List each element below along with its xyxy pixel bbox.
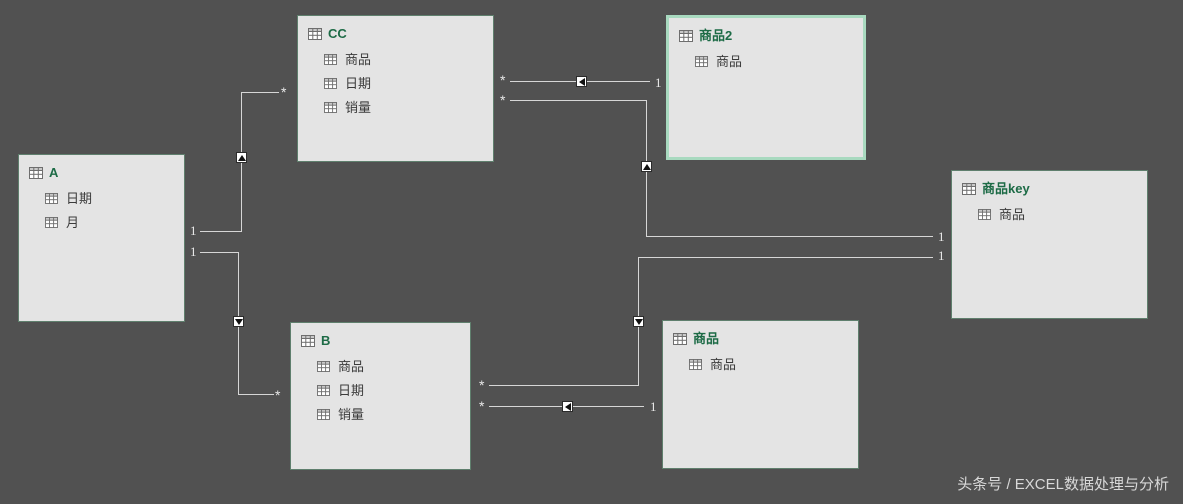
field-name-label: 日期 — [345, 75, 372, 91]
triangle-down-icon — [234, 318, 243, 325]
column-icon — [324, 77, 337, 89]
column-icon — [45, 216, 58, 228]
cardinality-label-cc-right-many-upper: * — [500, 72, 506, 88]
field-name-label: 商品 — [338, 358, 365, 374]
table-name-label: B — [321, 333, 331, 348]
field-list-shangpin: 商品 — [663, 346, 858, 376]
field-name-label: 商品 — [716, 53, 743, 69]
field-row[interactable]: 日期 — [324, 71, 493, 95]
column-icon — [317, 384, 330, 396]
field-name-label: 销量 — [338, 406, 365, 422]
field-name-label: 商品 — [999, 206, 1026, 222]
cardinality-label-shangpin2-left-one: 1 — [655, 75, 662, 90]
column-icon — [45, 192, 58, 204]
cardinality-label-cc-right-many-lower: * — [500, 92, 506, 108]
cardinality-label-a-right-one-lower: 1 — [190, 244, 197, 259]
column-icon — [317, 408, 330, 420]
table-card-shangpinkey[interactable]: 商品key 商品 — [951, 170, 1148, 319]
field-row[interactable]: 销量 — [317, 402, 470, 426]
table-header-b[interactable]: B — [291, 323, 470, 348]
cardinality-label-b-right-many-upper: * — [479, 377, 485, 393]
table-icon — [673, 333, 687, 345]
field-list-a: 日期月 — [19, 180, 184, 234]
table-name-label: A — [49, 165, 59, 180]
relationship-line-segment — [646, 236, 933, 237]
field-name-label: 商品 — [345, 51, 372, 67]
field-list-shangpinkey: 商品 — [952, 196, 1147, 226]
triangle-left-icon — [564, 402, 571, 411]
field-row[interactable]: 商品 — [689, 352, 858, 376]
field-row[interactable]: 商品 — [317, 354, 470, 378]
field-row[interactable]: 日期 — [317, 378, 470, 402]
table-header-shangpin[interactable]: 商品 — [663, 321, 858, 346]
cardinality-label-cc-left-many: * — [281, 84, 287, 100]
table-name-label: CC — [328, 26, 347, 41]
triangle-up-icon — [237, 154, 246, 161]
relationship-line-segment — [510, 100, 647, 101]
column-icon — [317, 360, 330, 372]
table-header-cc[interactable]: CC — [298, 16, 493, 41]
table-icon — [301, 335, 315, 347]
field-row[interactable]: 商品 — [978, 202, 1147, 226]
marker-cc-key-icon[interactable] — [641, 161, 652, 172]
table-icon — [308, 28, 322, 40]
triangle-down-icon — [634, 318, 643, 325]
field-name-label: 销量 — [345, 99, 372, 115]
table-header-shangpinkey[interactable]: 商品key — [952, 171, 1147, 196]
relationship-line-segment — [489, 385, 639, 386]
marker-b-sp-icon[interactable] — [562, 401, 573, 412]
column-icon — [978, 208, 991, 220]
cardinality-label-shangpin-left-one: 1 — [650, 399, 657, 414]
table-icon — [29, 167, 43, 179]
cardinality-label-b-right-many-lower: * — [479, 398, 485, 414]
field-name-label: 日期 — [338, 382, 365, 398]
field-row[interactable]: 日期 — [45, 186, 184, 210]
field-list-b: 商品日期销量 — [291, 348, 470, 426]
triangle-left-icon — [578, 77, 585, 86]
cardinality-label-key-left-one-upper: 1 — [938, 229, 945, 244]
table-name-label: 商品key — [982, 181, 1030, 196]
marker-b-key-icon[interactable] — [633, 316, 644, 327]
column-icon — [324, 53, 337, 65]
table-header-a[interactable]: A — [19, 155, 184, 180]
relationship-line-segment — [638, 257, 933, 258]
marker-a-b-icon[interactable] — [233, 316, 244, 327]
table-icon — [679, 30, 693, 42]
table-card-shangpin[interactable]: 商品商品 — [662, 320, 859, 469]
relationship-line-segment — [241, 92, 279, 93]
field-row[interactable]: 月 — [45, 210, 184, 234]
field-row[interactable]: 销量 — [324, 95, 493, 119]
field-row[interactable]: 商品 — [695, 49, 863, 73]
table-card-shangpin2[interactable]: 商品2 商品 — [666, 15, 866, 160]
relationship-line-segment — [200, 252, 238, 253]
relationship-line-segment — [200, 231, 242, 232]
field-row[interactable]: 商品 — [324, 47, 493, 71]
marker-cc-s2-icon[interactable] — [576, 76, 587, 87]
marker-a-cc-icon[interactable] — [236, 152, 247, 163]
table-icon — [962, 183, 976, 195]
watermark-text: 头条号 / EXCEL数据处理与分析 — [957, 476, 1169, 493]
field-name-label: 日期 — [66, 190, 93, 206]
column-icon — [689, 358, 702, 370]
cardinality-label-a-right-one-upper: 1 — [190, 223, 197, 238]
column-icon — [695, 55, 708, 67]
triangle-up-icon — [642, 163, 651, 170]
field-name-label: 商品 — [710, 356, 737, 372]
table-header-shangpin2[interactable]: 商品2 — [669, 18, 863, 43]
field-list-cc: 商品日期销量 — [298, 41, 493, 119]
field-list-shangpin2: 商品 — [669, 43, 863, 73]
table-name-label: 商品2 — [699, 28, 733, 43]
column-icon — [324, 101, 337, 113]
table-name-label: 商品 — [693, 331, 720, 346]
relationship-line-segment — [238, 394, 274, 395]
field-name-label: 月 — [66, 214, 80, 230]
cardinality-label-b-left-many: * — [275, 387, 281, 403]
cardinality-label-key-left-one-lower: 1 — [938, 248, 945, 263]
